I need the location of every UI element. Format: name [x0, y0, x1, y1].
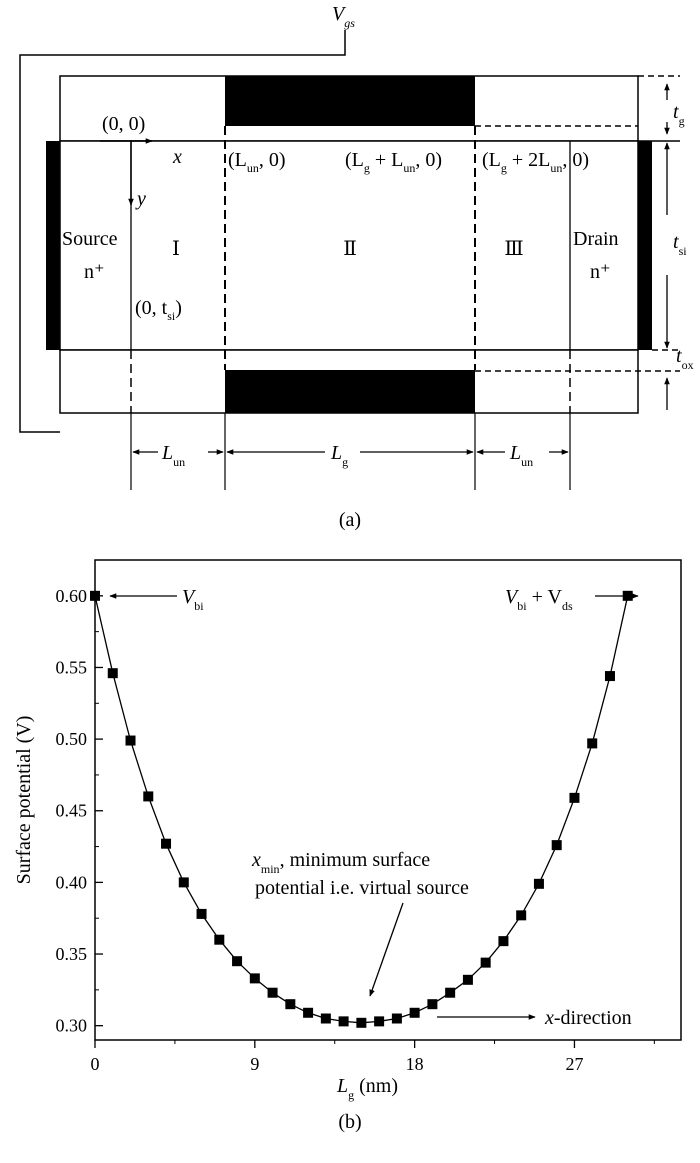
origin-label: (0, 0): [102, 113, 145, 135]
y-tick-label: 0.60: [56, 586, 88, 606]
data-point: [303, 1007, 314, 1018]
plot-area-frame: [94, 559, 682, 1041]
data-point: [125, 735, 136, 746]
x-tick-label: 18: [406, 1054, 424, 1074]
drain-contact: [638, 141, 652, 350]
y-tick-label: 0.50: [56, 729, 88, 749]
annot-xmin-arrow: [369, 902, 404, 997]
bottom-gate-electrode: [225, 370, 475, 413]
annot-xmin-line1: xmin, minimum surface: [251, 849, 430, 876]
dim-lg-label: Lg: [330, 442, 348, 469]
top-gate-electrode: [225, 76, 475, 126]
data-point: [249, 973, 260, 984]
data-point: [338, 1016, 349, 1027]
data-point: [587, 738, 598, 749]
data-point: [391, 1013, 402, 1024]
tsi-label: tsi: [673, 231, 687, 258]
data-point: [516, 910, 527, 921]
data-point: [267, 987, 278, 998]
annot-vbi-vds: Vbi + Vds: [505, 586, 573, 613]
tg-label: tg: [673, 101, 685, 128]
vgs-label: Vgs: [332, 3, 355, 30]
annot-vbi: Vbi: [182, 586, 204, 613]
x-tick-label: 0: [91, 1054, 100, 1074]
coord-tsi: (0, tsi): [135, 297, 182, 323]
data-point: [161, 838, 172, 849]
y-axis-ticks: 0.30 0.35 0.40 0.45 0.50 0.55 0.60: [56, 586, 103, 1036]
data-point: [107, 668, 118, 679]
annot-xmin-line2: potential i.e. virtual source: [255, 877, 469, 899]
y-axis-label: y: [135, 188, 146, 210]
data-point: [551, 840, 562, 851]
y-axis-title: Surface potential (V): [13, 716, 35, 885]
data-point: [498, 936, 509, 947]
drain-doping: n⁺: [590, 261, 611, 283]
data-markers: [90, 590, 633, 1028]
surface-potential-curve: [94, 595, 629, 1024]
source-doping: n⁺: [84, 261, 105, 283]
data-point: [445, 987, 456, 998]
y-tick-label: 0.40: [56, 872, 88, 892]
panel-b-chart: 0.30 0.35 0.40 0.45 0.50 0.55 0.60 0 9 18 27 Surf…: [13, 559, 682, 1133]
panel-b-caption: (b): [338, 1111, 361, 1133]
data-point: [90, 590, 100, 601]
region-1-label: Ⅰ: [172, 238, 180, 260]
region-3-label: Ⅲ: [504, 238, 523, 260]
dim-lun-left-label: Lun: [161, 442, 185, 469]
data-point: [320, 1013, 331, 1024]
coord-lun: (Lun, 0): [228, 149, 286, 175]
data-point: [232, 956, 243, 967]
gate-contact-wire: [19, 30, 346, 433]
tox-label: tox: [676, 345, 694, 372]
data-point: [143, 791, 154, 802]
x-axis-ticks: 0 9 18 27: [91, 1040, 655, 1074]
x-tick-label: 9: [250, 1054, 259, 1074]
data-point: [356, 1017, 367, 1028]
x-tick-label: 27: [565, 1054, 583, 1074]
drain-label: Drain: [573, 228, 619, 250]
data-point: [427, 999, 438, 1010]
annot-xdirection: x-direction: [544, 1007, 632, 1029]
region-2-label: Ⅱ: [343, 238, 357, 260]
dim-lun-right-label: Lun: [509, 442, 533, 469]
data-point: [604, 671, 615, 682]
data-point: [214, 934, 225, 945]
source-contact: [46, 141, 60, 350]
panel-a-caption: (a): [339, 509, 361, 531]
data-point: [533, 878, 544, 889]
silicon-body: [59, 140, 639, 351]
data-point: [480, 957, 491, 968]
data-point: [285, 999, 296, 1010]
data-point: [462, 974, 473, 985]
data-point: [196, 908, 207, 919]
x-axis-title: Lg (nm): [336, 1075, 398, 1102]
coord-lg-lun: (Lg + Lun, 0): [345, 149, 442, 175]
x-axis-label: x: [172, 146, 182, 168]
source-label: Source: [62, 228, 118, 250]
coord-lg-2lun: (Lg + 2Lun, 0): [482, 149, 589, 175]
y-tick-label: 0.45: [56, 801, 88, 821]
data-point: [178, 877, 189, 888]
panel-a-device-schematic: Vgs (0, 0) x: [19, 3, 694, 531]
y-tick-label: 0.55: [56, 657, 88, 677]
y-tick-label: 0.35: [56, 944, 88, 964]
data-point: [374, 1016, 385, 1027]
data-point: [569, 792, 580, 803]
y-tick-label: 0.30: [56, 1016, 88, 1036]
data-point: [409, 1007, 420, 1018]
